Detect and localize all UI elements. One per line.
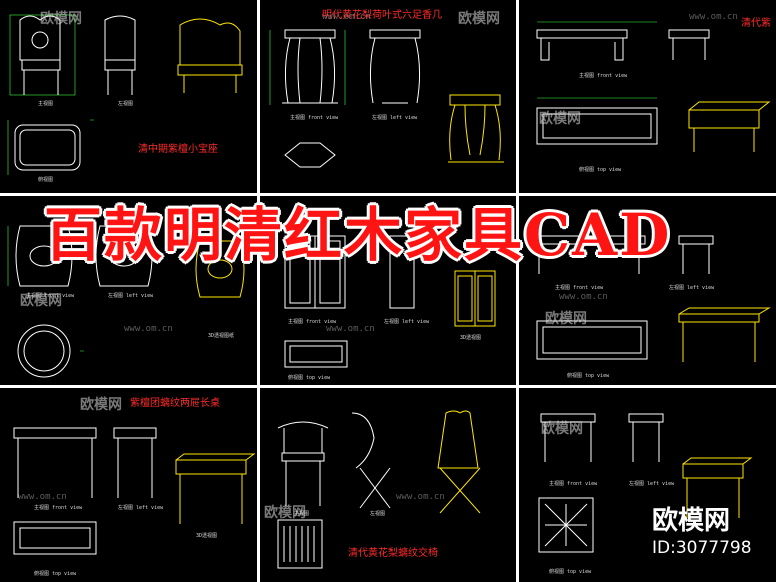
panel-side-table: 主视图 front view 左视图 left view 俯视图 top vie…: [519, 196, 776, 385]
brand-id: ID:3077798: [652, 538, 752, 558]
panel-throne: 清中期紫檀小宝座 主视图 左视图 俯视图 欧模网: [0, 0, 257, 193]
divider-v2: [516, 0, 519, 582]
caption-3d: 3D透视图: [460, 335, 482, 341]
panel-title: 紫檀团螭纹两屉长桌: [130, 398, 220, 409]
caption-front: 主视图 front view: [555, 285, 604, 291]
two-drawer-table-drawing: [13, 427, 256, 555]
caption-left: 左视图 left view: [384, 319, 430, 325]
drum-stool-drawing: [7, 225, 245, 378]
divider-h2: [0, 385, 776, 388]
divider-v1: [257, 0, 260, 582]
watermark-url: www.om.cn: [396, 492, 445, 502]
caption-left: 左视图 left view: [118, 505, 164, 511]
long-table-drawing: [536, 21, 771, 152]
watermark-url: www.om.cn: [689, 12, 738, 22]
caption-top: 俯视图 top view: [288, 375, 331, 381]
watermark-logo: 欧模网: [40, 11, 82, 27]
caption-top: 俯视图 top view: [549, 569, 592, 575]
caption-front: 主视图: [294, 511, 310, 517]
caption-top: 俯视图 top view: [567, 373, 610, 379]
panel-incense-stand: 明代黄花梨荷叶式六足香几 主视图 front view 左视图 left vie…: [260, 0, 516, 193]
headline-banner: 百款明清红木家具CAD: [44, 201, 672, 269]
panel-long-table: 清代紫 主视图 front view 俯视图 top view 欧模网 www.…: [519, 0, 776, 193]
side-table-drawing: [532, 235, 771, 362]
watermark-logo: 欧模网: [20, 293, 62, 309]
caption-left: 左视图 left view: [669, 285, 715, 291]
watermark-url: www.om.cn: [322, 12, 371, 22]
throne-drawing: [7, 14, 243, 175]
caption-left: 左视图 left view: [372, 115, 418, 121]
panel-title: 清代紫: [741, 18, 771, 29]
caption-top: 俯视图 top view: [34, 571, 77, 577]
caption-top: 俯视图 top view: [579, 167, 622, 173]
caption-3d: 3D透视图: [196, 533, 218, 539]
caption-3d: 3D透视图纸: [208, 333, 235, 339]
caption-left: 左视图: [118, 101, 134, 107]
watermark-logo: 欧模网: [80, 397, 122, 413]
cabinet-drawing: [284, 235, 496, 368]
folding-chair-drawing: [277, 410, 481, 569]
panel-folding-chair: 清代黄花梨螭纹交椅 主视图 左视图 欧模网 www.om.cn: [260, 388, 516, 582]
caption-front: 主视图 front view: [34, 505, 83, 511]
caption-top: 俯视图: [38, 177, 54, 183]
panel-title: 明代黄花梨荷叶式六足香几: [322, 10, 442, 21]
panel-two-drawer-table: 紫檀团螭纹两屉长桌 主视图 front view 左视图 left view 俯…: [0, 388, 257, 582]
panel-square-stool: 主视图 front view 左视图 left view 俯视图 top vie…: [519, 388, 776, 582]
caption-front: 主视图: [38, 101, 54, 107]
panel-cabinet: 主视图 front view 左视图 left view 俯视图 top vie…: [260, 196, 516, 385]
panel-drum-stool: 主视图 front view 左视图 left view 3D透视图纸 欧模网 …: [0, 196, 257, 385]
watermark-url: www.om.cn: [559, 292, 608, 302]
caption-front: 主视图 front view: [26, 293, 75, 299]
caption-front: 主视图 front view: [579, 73, 628, 79]
watermark-url: www.om.cn: [18, 492, 67, 502]
caption-left: 左视图: [370, 511, 386, 517]
square-stool-drawing: [538, 413, 753, 553]
watermark-logo: 欧模网: [264, 505, 306, 521]
watermark-logo: 欧模网: [545, 311, 587, 327]
caption-left: 左视图 left view: [629, 481, 675, 487]
caption-front: 主视图 front view: [288, 319, 337, 325]
watermark-url: www.om.cn: [124, 324, 173, 334]
caption-front: 主视图 front view: [290, 115, 339, 121]
caption-left: 左视图 left view: [108, 293, 154, 299]
divider-h1: [0, 193, 776, 196]
incense-stand-drawing: [269, 29, 504, 168]
panel-title: 清代黄花梨螭纹交椅: [348, 548, 438, 559]
panel-title: 清中期紫檀小宝座: [138, 144, 218, 155]
brand-logo-text: 欧模网: [652, 506, 731, 536]
caption-front: 主视图 front view: [549, 481, 598, 487]
watermark-logo: 欧模网: [541, 421, 583, 437]
watermark-url: www.om.cn: [326, 324, 375, 334]
watermark-logo: 欧模网: [539, 111, 581, 127]
watermark-logo: 欧模网: [458, 11, 500, 27]
